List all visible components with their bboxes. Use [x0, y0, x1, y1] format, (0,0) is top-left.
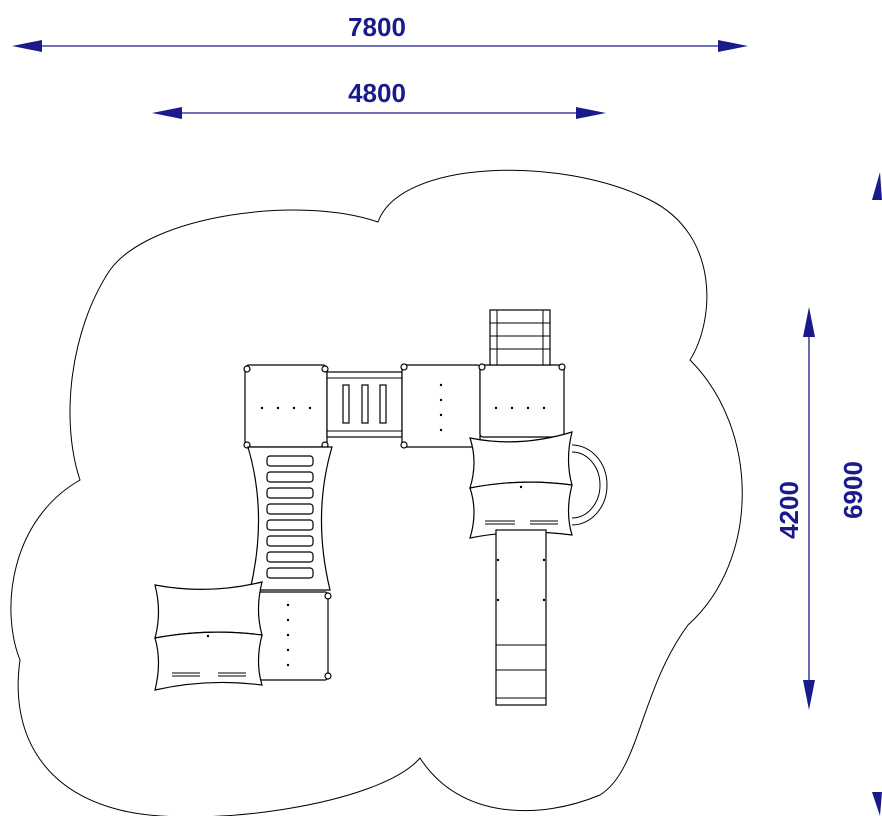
play-structure	[154, 309, 608, 706]
roof-panel-right	[469, 431, 573, 489]
dimension-label-overall-width: 7800	[348, 12, 406, 42]
slide	[495, 529, 547, 706]
platform-top-right	[479, 364, 565, 438]
dimension-structure-depth: 4200	[774, 307, 815, 710]
roof-panel-left	[154, 581, 263, 639]
bolt-dots	[206, 383, 546, 667]
dimension-label-overall-depth: 6900	[838, 461, 868, 519]
platform-bottom-left	[257, 591, 329, 681]
dimension-overall-depth: 6900	[838, 172, 882, 816]
ladder-rungs	[266, 455, 314, 579]
roof-panel-left-lower	[154, 631, 263, 691]
safety-zone-outline	[10, 169, 743, 816]
dimension-label-structure-width: 4800	[348, 78, 406, 108]
platform-top-middle	[401, 364, 481, 448]
curved-rail	[571, 444, 608, 526]
ladder-top	[489, 309, 551, 366]
dimension-overall-width: 7800	[12, 12, 748, 52]
dimension-label-structure-depth: 4200	[774, 481, 804, 539]
dimension-structure-width: 4800	[152, 78, 606, 119]
platform-top-left	[244, 364, 328, 448]
